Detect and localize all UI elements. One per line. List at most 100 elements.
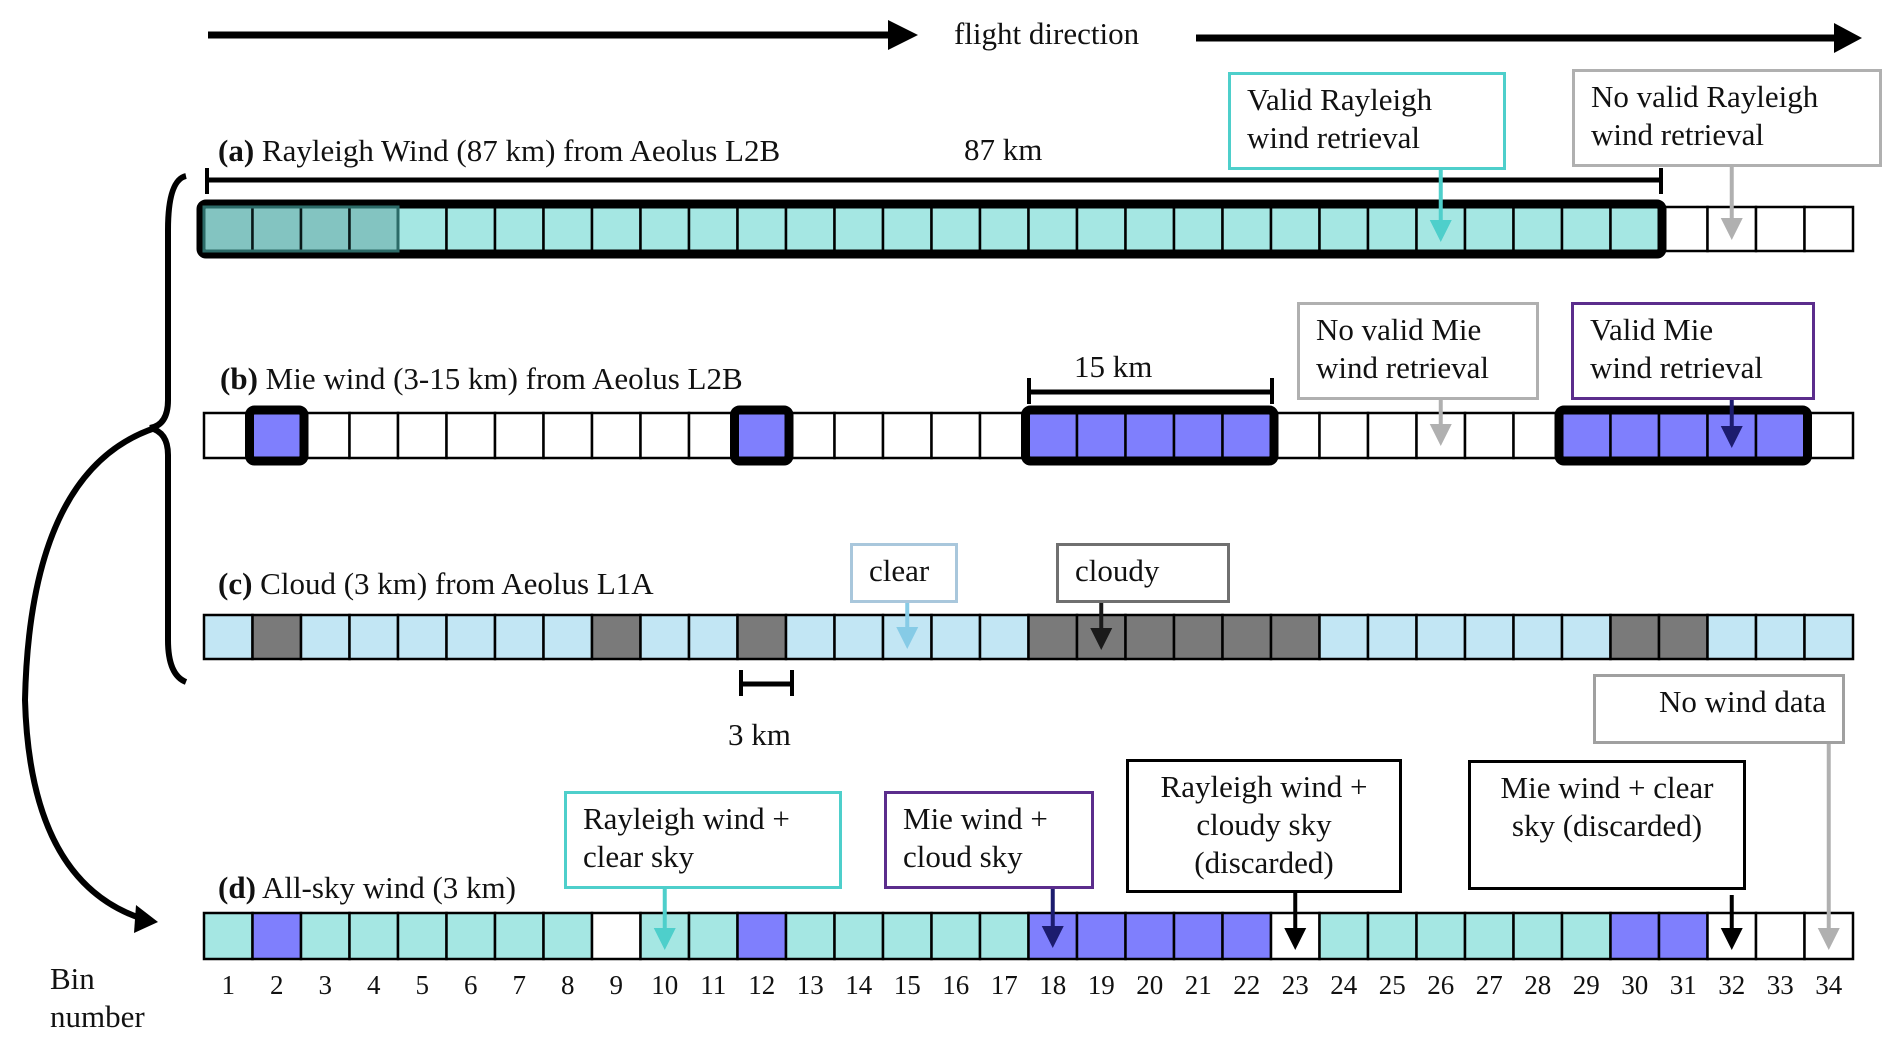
row-a-bin-14: [833, 205, 885, 253]
row-d-bin-9: [590, 911, 642, 961]
row-d-bin-5: [396, 911, 448, 961]
row-d-bin-22: [1221, 911, 1273, 961]
row-d-bin-3: [299, 911, 351, 961]
row-b-bin-24: [1318, 411, 1370, 460]
bin-number-24: 24: [1330, 970, 1358, 1000]
row-c-bin-18: [1027, 613, 1079, 661]
row-b-bin-31: [1657, 411, 1709, 460]
callout-valid-mie-line1: Valid Mie: [1590, 312, 1714, 347]
row-a-bin-16: [930, 205, 982, 253]
row-a-title: (a) Rayleigh Wind (87 km) from Aeolus L2…: [218, 133, 780, 169]
row-b-tag: (b): [220, 361, 258, 396]
row-c-bin-34: [1803, 613, 1855, 661]
callout-no-valid-mie-line1: No valid Mie: [1316, 312, 1482, 347]
row-a-bin-19: [1075, 205, 1127, 253]
callout-valid-rayleigh-line2: wind retrieval: [1247, 120, 1421, 155]
bin-number-9: 9: [609, 970, 624, 1000]
callout-cloudy-text: cloudy: [1075, 553, 1160, 588]
row-a-bin-13: [784, 205, 836, 253]
row-c-bin-12: [736, 613, 788, 661]
row-c-title-text: Cloud (3 km) from Aeolus L1A: [260, 566, 654, 601]
row-b-bin-15: [881, 411, 933, 460]
callout-valid-mie: Valid Mie wind retrieval: [1571, 302, 1815, 400]
row-c-bin-25: [1366, 613, 1418, 661]
row-d-bin-7: [493, 911, 545, 961]
bin-number-29: 29: [1572, 970, 1600, 1000]
row-b-bin-34: [1803, 411, 1855, 460]
row-b-bin-12: [736, 411, 788, 460]
bin-number-33: 33: [1766, 970, 1794, 1000]
row-a-bin-27: [1463, 205, 1515, 253]
row-a-bin-15: [881, 205, 933, 253]
bin-number-7: 7: [512, 970, 527, 1000]
clear-arrow: [896, 603, 919, 649]
row-d-bin-2: [251, 911, 303, 961]
row-a-bin-5: [396, 205, 448, 253]
bin-number-4: 4: [367, 970, 381, 1000]
row-c-bin-17: [978, 613, 1030, 661]
row-d-bin-24: [1318, 911, 1370, 961]
callout-valid-mie-line2: wind retrieval: [1590, 350, 1764, 385]
bin-number-10: 10: [651, 970, 679, 1000]
mie-clear-arrow: [1720, 895, 1743, 950]
row-d-bin-14: [833, 911, 885, 961]
row-c-bin-2: [251, 613, 303, 661]
span-15km-bar: [1027, 378, 1274, 404]
row-c-bin-3: [299, 613, 351, 661]
bin-number-19: 19: [1087, 970, 1115, 1000]
row-d-bin-11: [687, 911, 739, 961]
bin-number-26: 26: [1427, 970, 1455, 1000]
row-d-bin-15: [881, 911, 933, 961]
row-c-bin-30: [1609, 613, 1661, 661]
row-d-bin-21: [1172, 911, 1224, 961]
row-c-tag: (c): [218, 566, 253, 601]
row-b-bin-25: [1366, 411, 1418, 460]
row-d-bin-16: [930, 911, 982, 961]
flight-direction-arrow-left: [208, 20, 918, 50]
row-c-bin-8: [542, 613, 594, 661]
bin-number-11: 11: [700, 970, 727, 1000]
bin-number-22: 22: [1233, 970, 1261, 1000]
mie-cloud-arrow: [1041, 889, 1064, 948]
row-b-bin-23: [1269, 411, 1321, 460]
row-c-bin-32: [1706, 613, 1758, 661]
bin-number-27: 27: [1475, 970, 1503, 1000]
mie-group-outline-3: [1021, 405, 1279, 466]
cloudy-arrow: [1090, 603, 1113, 650]
flight-direction-arrow-right: [1196, 23, 1862, 53]
valid-mie-arrow: [1720, 400, 1743, 448]
bin-number-16: 16: [942, 970, 970, 1000]
row-b-bin-6: [445, 411, 497, 460]
row-a-bin-17: [978, 205, 1030, 253]
row-a-bin-21: [1172, 205, 1224, 253]
row-a-bin-20: [1124, 205, 1176, 253]
bin-number-21: 21: [1184, 970, 1212, 1000]
row-c-bin-23: [1269, 613, 1321, 661]
row-b-title: (b) Mie wind (3-15 km) from Aeolus L2B: [220, 361, 743, 397]
row-c-bin-7: [493, 613, 545, 661]
callout-mie-cloud-line1: Mie wind +: [903, 801, 1048, 836]
rayleigh-group-outline-1: [196, 199, 1667, 259]
row-b-bin-16: [930, 411, 982, 460]
callout-mie-clear-line2: sky (discarded): [1511, 808, 1703, 843]
rayleigh-clear-arrow: [653, 889, 676, 950]
bin-number-34: 34: [1815, 970, 1843, 1000]
bin-number-18: 18: [1039, 970, 1067, 1000]
row-b-bin-13: [784, 411, 836, 460]
row-c-bin-28: [1512, 613, 1564, 661]
span-15km-label: 15 km: [1074, 349, 1153, 384]
row-b-bin-33: [1754, 411, 1806, 460]
bin-number-31: 31: [1669, 970, 1697, 1000]
row-b-bin-22: [1221, 411, 1273, 460]
row-b-bin-17: [978, 411, 1030, 460]
row-c-bin-6: [445, 613, 497, 661]
row-c-bin-24: [1318, 613, 1370, 661]
bin-axis-label: Bin number: [50, 960, 145, 1036]
row-d-bin-25: [1366, 911, 1418, 961]
row-c-bin-29: [1560, 613, 1612, 661]
row-d-bin-4: [348, 911, 400, 961]
bin-number-8: 8: [561, 970, 575, 1000]
bin-number-12: 12: [748, 970, 776, 1000]
valid-rayleigh-arrow: [1429, 170, 1452, 242]
